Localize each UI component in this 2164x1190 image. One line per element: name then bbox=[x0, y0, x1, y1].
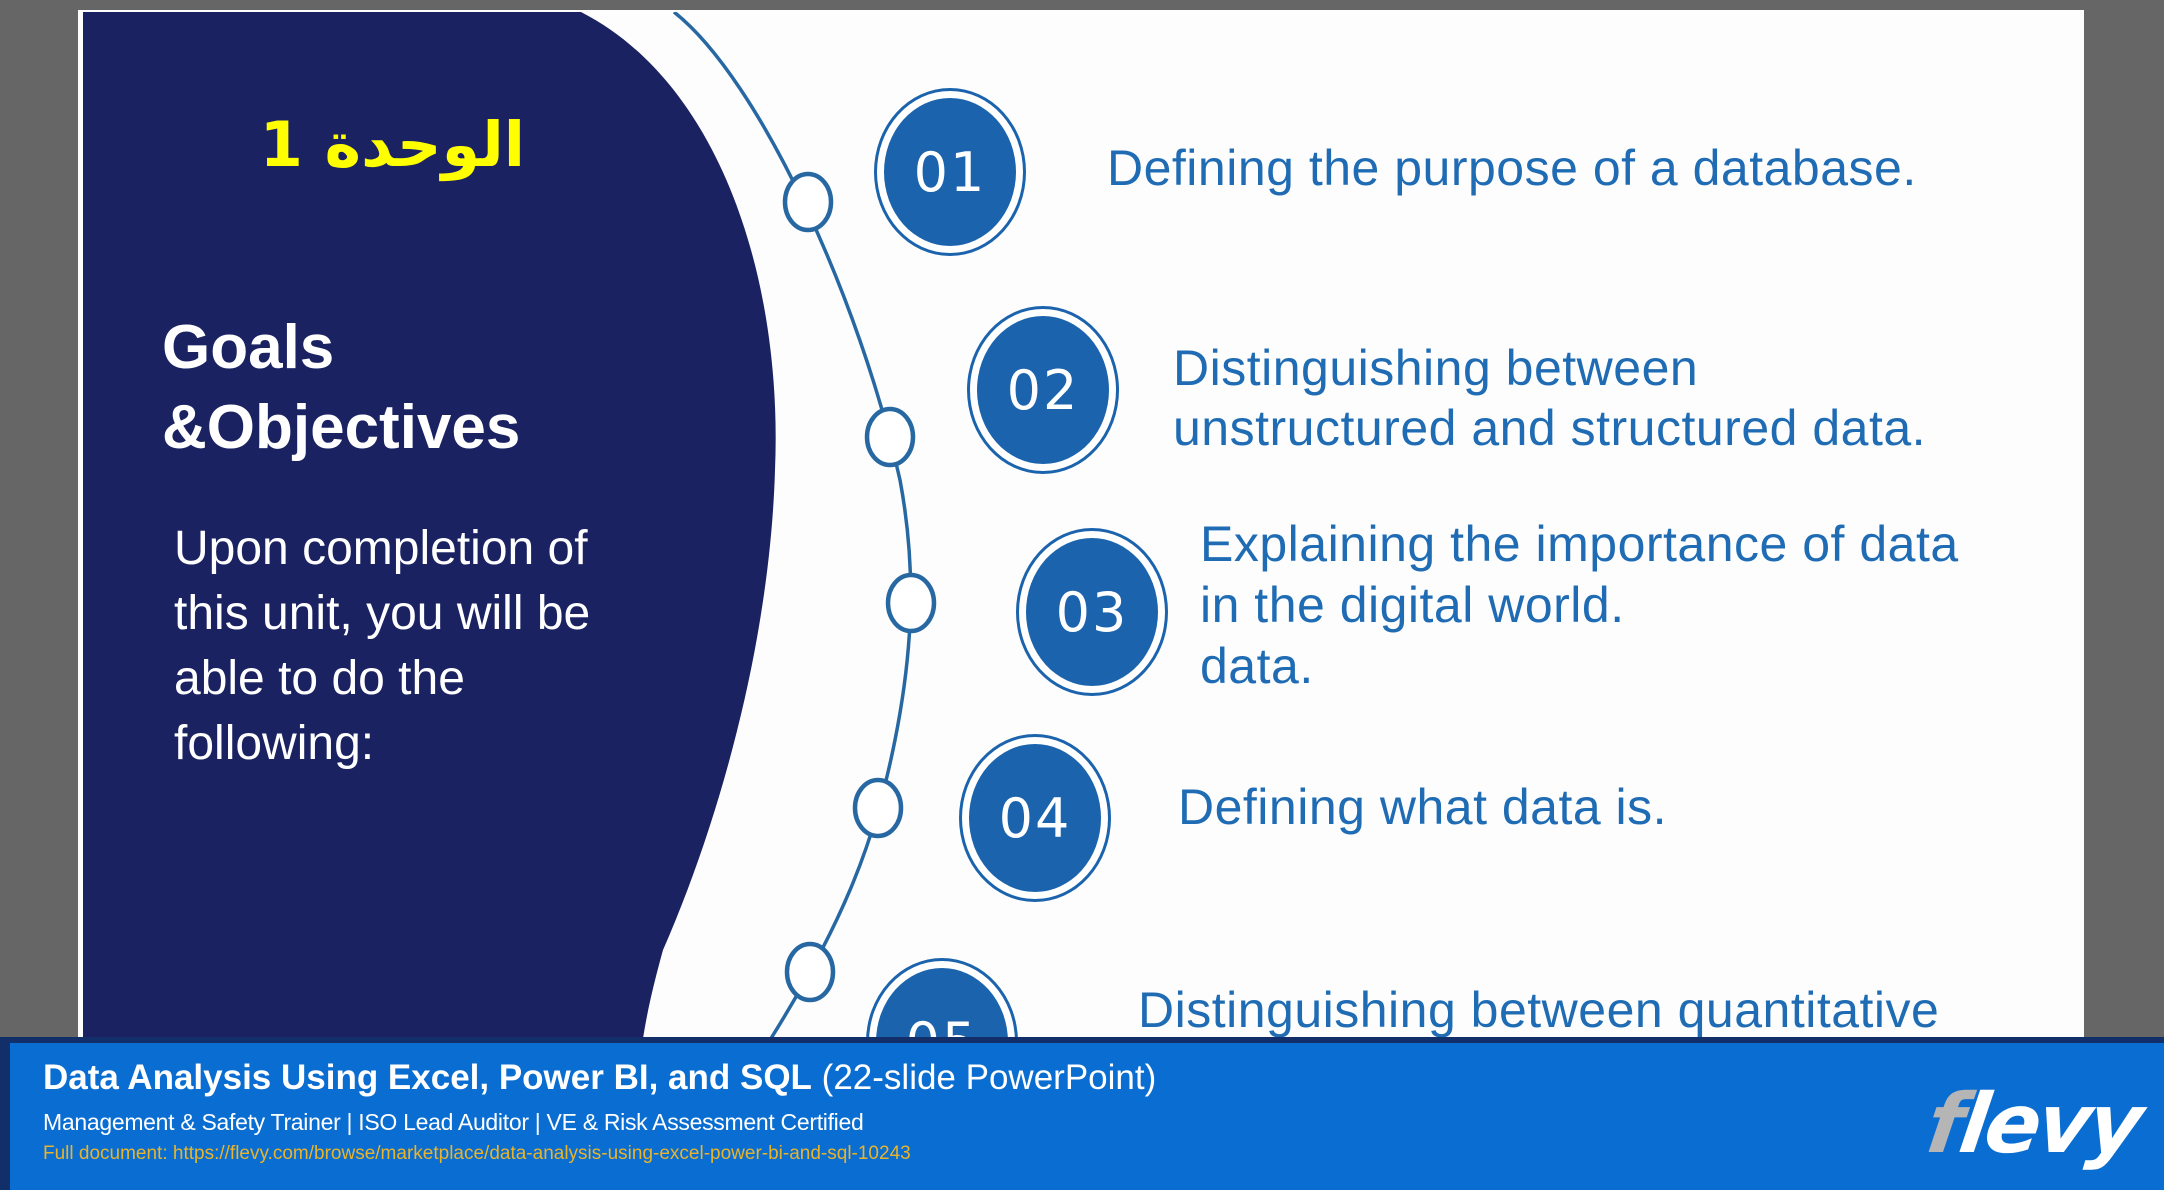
objective-text-01: Defining the purpose of a database. bbox=[1107, 140, 1917, 196]
full-document-link[interactable]: Full document: https://flevy.com/browse/… bbox=[43, 1143, 911, 1164]
unit-label-arabic: الوحدة 1 bbox=[259, 108, 525, 181]
objective-text-line: in the digital world. bbox=[1200, 577, 1625, 633]
slide-decoration-graphics bbox=[83, 12, 937, 1190]
objective-circle-04-fill: 04 bbox=[969, 744, 1101, 892]
intro-line: Upon completion of bbox=[174, 522, 588, 575]
flevy-logo-levy: levy bbox=[1953, 1077, 2146, 1172]
slide-title: Goals &Objectives bbox=[162, 308, 520, 468]
document-title-bold: Data Analysis Using Excel, Power BI, and… bbox=[43, 1058, 812, 1097]
slide-title-line2: &Objectives bbox=[162, 393, 521, 462]
slide-title-line1: Goals bbox=[162, 313, 335, 382]
objective-number-03: 03 bbox=[1055, 580, 1129, 644]
timeline-node bbox=[852, 777, 904, 839]
objective-number-02: 02 bbox=[1006, 358, 1080, 422]
timeline-node bbox=[782, 171, 834, 233]
objective-circle-03-fill: 03 bbox=[1026, 538, 1158, 686]
objective-number-04: 04 bbox=[998, 786, 1072, 850]
objective-text-04: Defining what data is. bbox=[1178, 779, 1667, 835]
intro-line: able to do the bbox=[174, 652, 465, 705]
slide-canvas: الوحدة 1 Goals &Objectives Upon completi… bbox=[78, 10, 2084, 1190]
timeline-curve bbox=[672, 12, 913, 1041]
objective-text-line: unstructured and structured data. bbox=[1173, 400, 1927, 456]
footer-text-block: Data Analysis Using Excel, Power BI, and… bbox=[43, 1057, 1156, 1166]
timeline-node bbox=[864, 406, 916, 468]
objective-text-line: Distinguishing between quantitative bbox=[1138, 982, 1940, 1038]
flevy-logo: flevy bbox=[1921, 1077, 2146, 1172]
objective-circle-04: 04 bbox=[959, 734, 1111, 902]
author-credentials: Management & Safety Trainer | ISO Lead A… bbox=[43, 1109, 864, 1135]
document-title: Data Analysis Using Excel, Power BI, and… bbox=[43, 1057, 1156, 1099]
footer-bar: Data Analysis Using Excel, Power BI, and… bbox=[0, 1037, 2164, 1190]
objective-circle-01: 01 bbox=[874, 88, 1026, 256]
document-title-suffix: (22-slide PowerPoint) bbox=[811, 1058, 1157, 1097]
slide-content-area: الوحدة 1 Goals &Objectives Upon completi… bbox=[83, 12, 2079, 1190]
objective-text-line: Distinguishing between bbox=[1173, 340, 1699, 396]
objective-text-02: Distinguishing between unstructured and … bbox=[1173, 338, 1926, 458]
objective-text-05: Distinguishing between quantitative bbox=[1138, 982, 1939, 1038]
objective-circle-02: 02 bbox=[967, 306, 1119, 474]
timeline-node bbox=[784, 941, 836, 1003]
objective-text-line: Defining what data is. bbox=[1178, 779, 1668, 835]
navy-side-blob bbox=[83, 12, 776, 1190]
objective-text-03: Explaining the importance of data in the… bbox=[1200, 514, 1959, 697]
objective-circle-01-fill: 01 bbox=[884, 98, 1016, 246]
objective-circle-03: 03 bbox=[1016, 528, 1168, 696]
objective-circle-02-fill: 02 bbox=[977, 316, 1109, 464]
timeline-node bbox=[885, 572, 937, 634]
objective-text-line: data. bbox=[1200, 638, 1314, 694]
objective-text-line: Explaining the importance of data bbox=[1200, 516, 1959, 572]
objective-number-01: 01 bbox=[913, 140, 987, 204]
objective-text-line: Defining the purpose of a database. bbox=[1107, 140, 1917, 196]
intro-paragraph: Upon completion of this unit, you will b… bbox=[174, 516, 590, 776]
intro-line: this unit, you will be bbox=[174, 587, 591, 640]
intro-line: following: bbox=[174, 717, 375, 770]
